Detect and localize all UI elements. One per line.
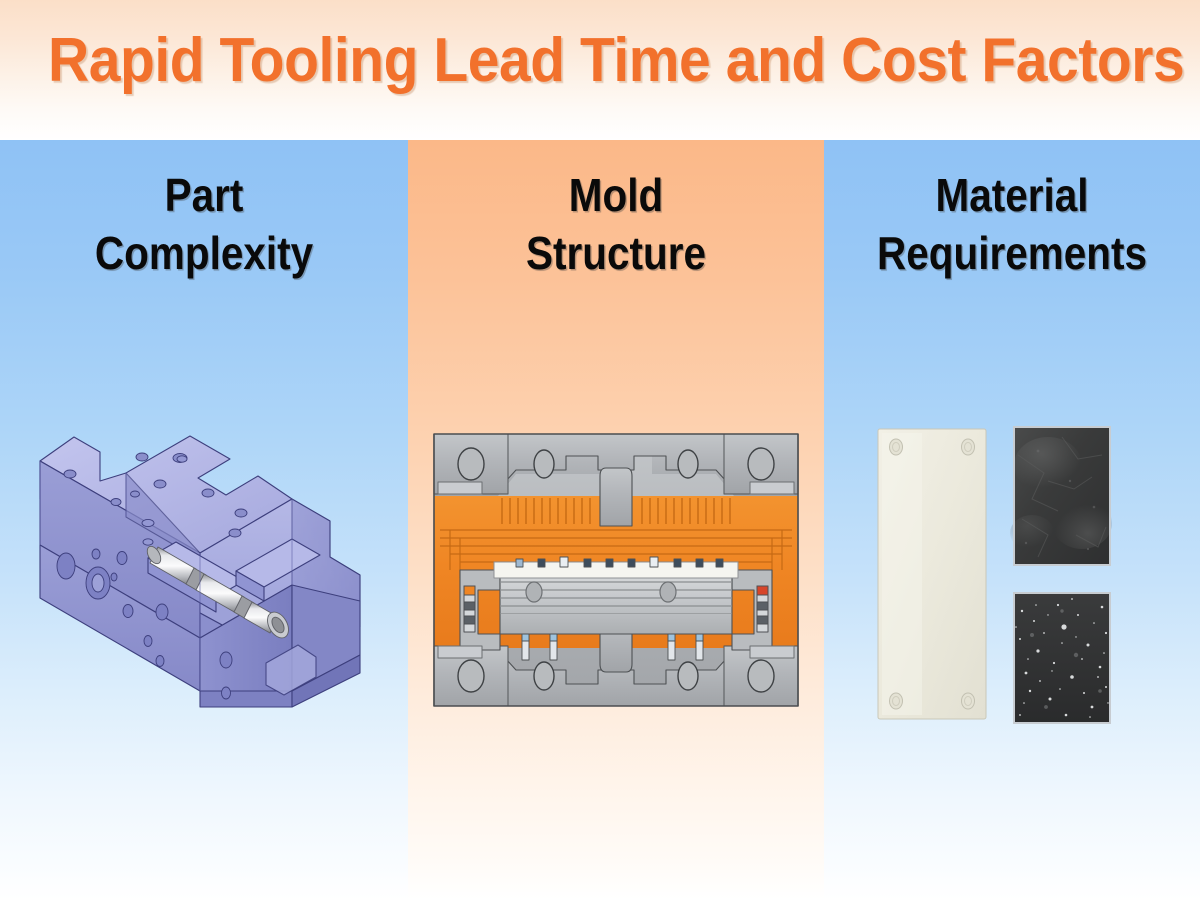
column-title-mold-structure: Mold Structure xyxy=(526,169,706,279)
page-title: Rapid Tooling Lead Time and Cost Factors xyxy=(48,26,1185,95)
mold-cross-section xyxy=(416,420,816,720)
cad-part-isometric xyxy=(30,395,378,775)
sample-cream-plate xyxy=(877,428,987,720)
sample-dark-smooth xyxy=(1010,426,1112,566)
column-title-part-complexity: Part Complexity xyxy=(94,169,314,279)
column-title-material-requirements: Material Requirements xyxy=(877,169,1147,279)
column-material-requirements: Material Requirements xyxy=(824,140,1200,900)
column-mold-structure: Mold Structure xyxy=(408,140,824,900)
material-samples xyxy=(862,415,1162,745)
header-band xyxy=(0,0,1200,140)
column-part-complexity: Part Complexity xyxy=(0,140,408,900)
sample-dark-speckled xyxy=(1013,592,1111,724)
